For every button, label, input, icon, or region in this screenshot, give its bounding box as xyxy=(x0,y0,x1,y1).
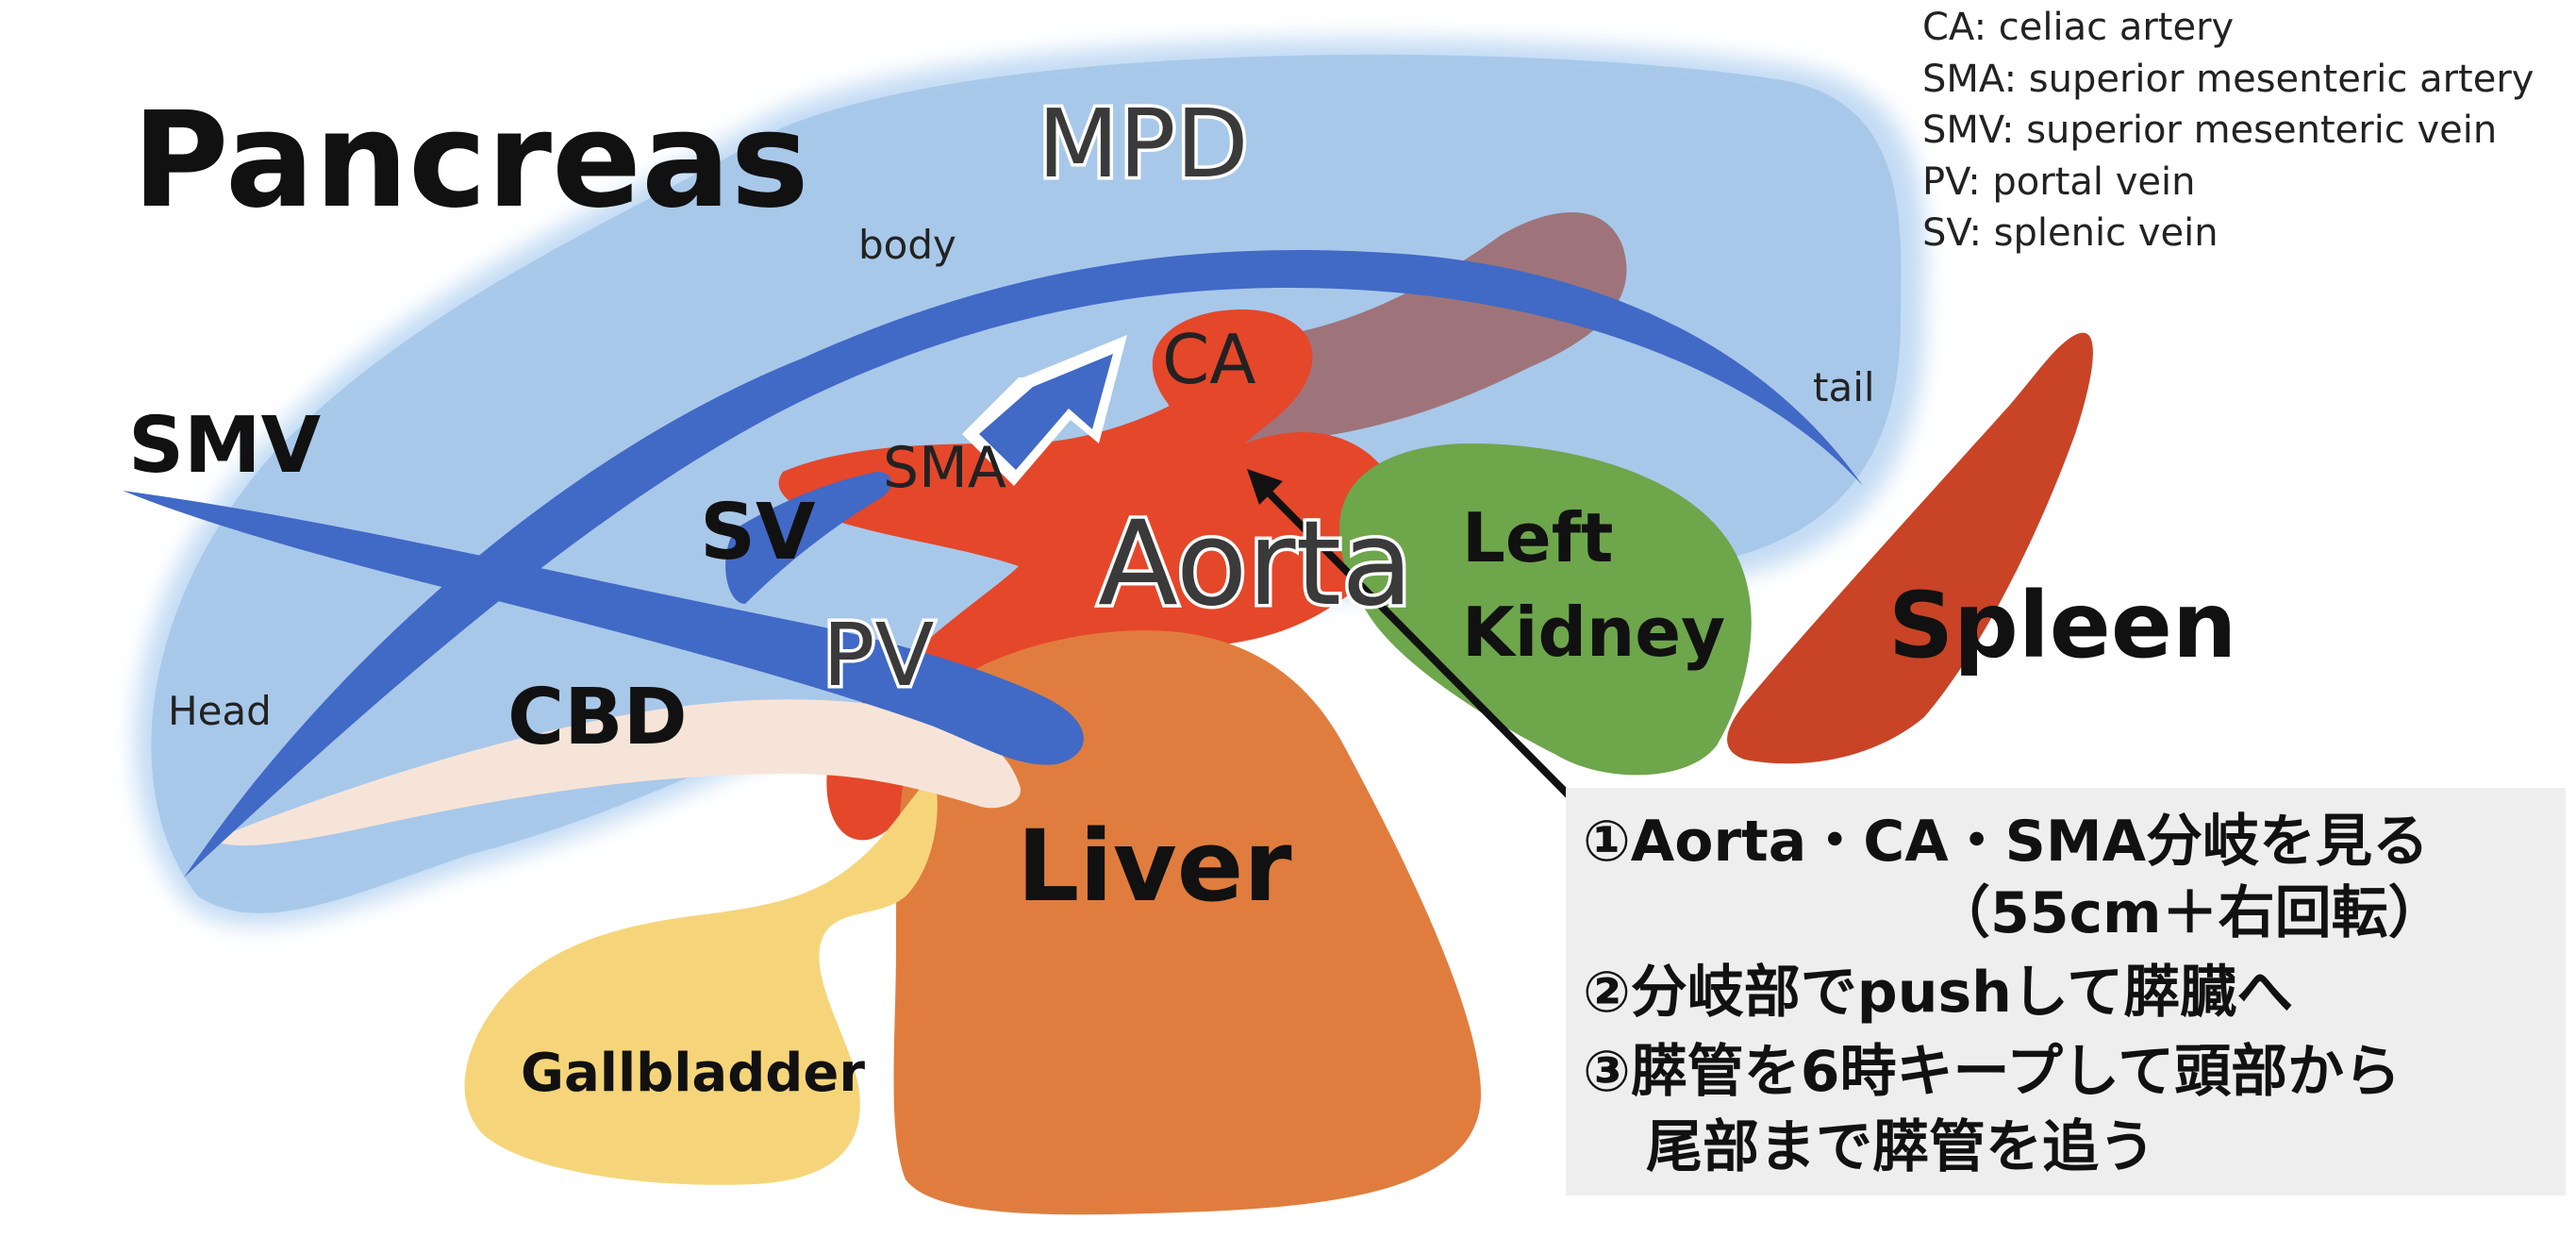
note-step-2: ②分岐部でpushして膵臓へ xyxy=(1583,960,2293,1026)
abbreviation-legend: CA: celiac artery SMA: superior mesenter… xyxy=(1922,6,2534,255)
note-step-3-continued: 尾部まで膵管を追う xyxy=(1646,1114,2155,1180)
legend-line: PV: portal vein xyxy=(1922,160,2196,204)
sma-label: SMA xyxy=(883,435,1006,501)
note-box-background xyxy=(1566,788,2566,1195)
procedure-note-box: ①Aorta・CA・SMA分岐を見る （55cm＋右回転） ②分岐部でpushし… xyxy=(1566,788,2566,1195)
liver-shape xyxy=(893,630,1481,1215)
sv-label: SV xyxy=(700,488,816,577)
smv-label: SMV xyxy=(128,401,322,491)
cbd-shape xyxy=(212,699,1021,846)
legend-line: CA: celiac artery xyxy=(1922,6,2234,49)
sv-branch-shape xyxy=(725,472,891,604)
legend-line: SMA: superior mesenteric artery xyxy=(1922,58,2534,101)
pointer-line xyxy=(1247,469,1587,814)
head-label: Head xyxy=(168,688,272,734)
pancreas-label: Pancreas xyxy=(132,84,809,238)
mpd-label: MPD xyxy=(1038,89,1249,199)
tail-label: tail xyxy=(1813,364,1875,410)
gallbladder-shape xyxy=(464,774,938,1185)
aorta-label: Aorta xyxy=(1098,496,1413,632)
pv-label: PV xyxy=(823,605,934,706)
direction-arrow xyxy=(962,335,1127,486)
ca-label: CA xyxy=(1162,320,1256,399)
liver-label: Liver xyxy=(1017,809,1292,924)
left-kidney-label-line1: Left xyxy=(1462,498,1613,577)
note-step-1: ①Aorta・CA・SMA分岐を見る xyxy=(1583,809,2429,875)
splenic-vein-shape xyxy=(184,249,1863,878)
body-label: body xyxy=(858,222,956,268)
spleen-label: Spleen xyxy=(1888,573,2236,678)
spleen-shape xyxy=(1727,332,2093,764)
note-step-3: ③膵管を6時キープして頭部から xyxy=(1583,1039,2401,1105)
smv-shape xyxy=(123,491,1084,765)
note-step-1-detail: （55cm＋右回転） xyxy=(1934,880,2445,946)
left-kidney-label-line2: Kidney xyxy=(1462,593,1725,672)
left-kidney-shape xyxy=(1339,443,1752,776)
legend-line: SV: splenic vein xyxy=(1922,211,2219,255)
gallbladder-label: Gallbladder xyxy=(521,1043,865,1104)
legend-line: SMV: superior mesenteric vein xyxy=(1922,109,2497,152)
cbd-label: CBD xyxy=(507,673,688,762)
